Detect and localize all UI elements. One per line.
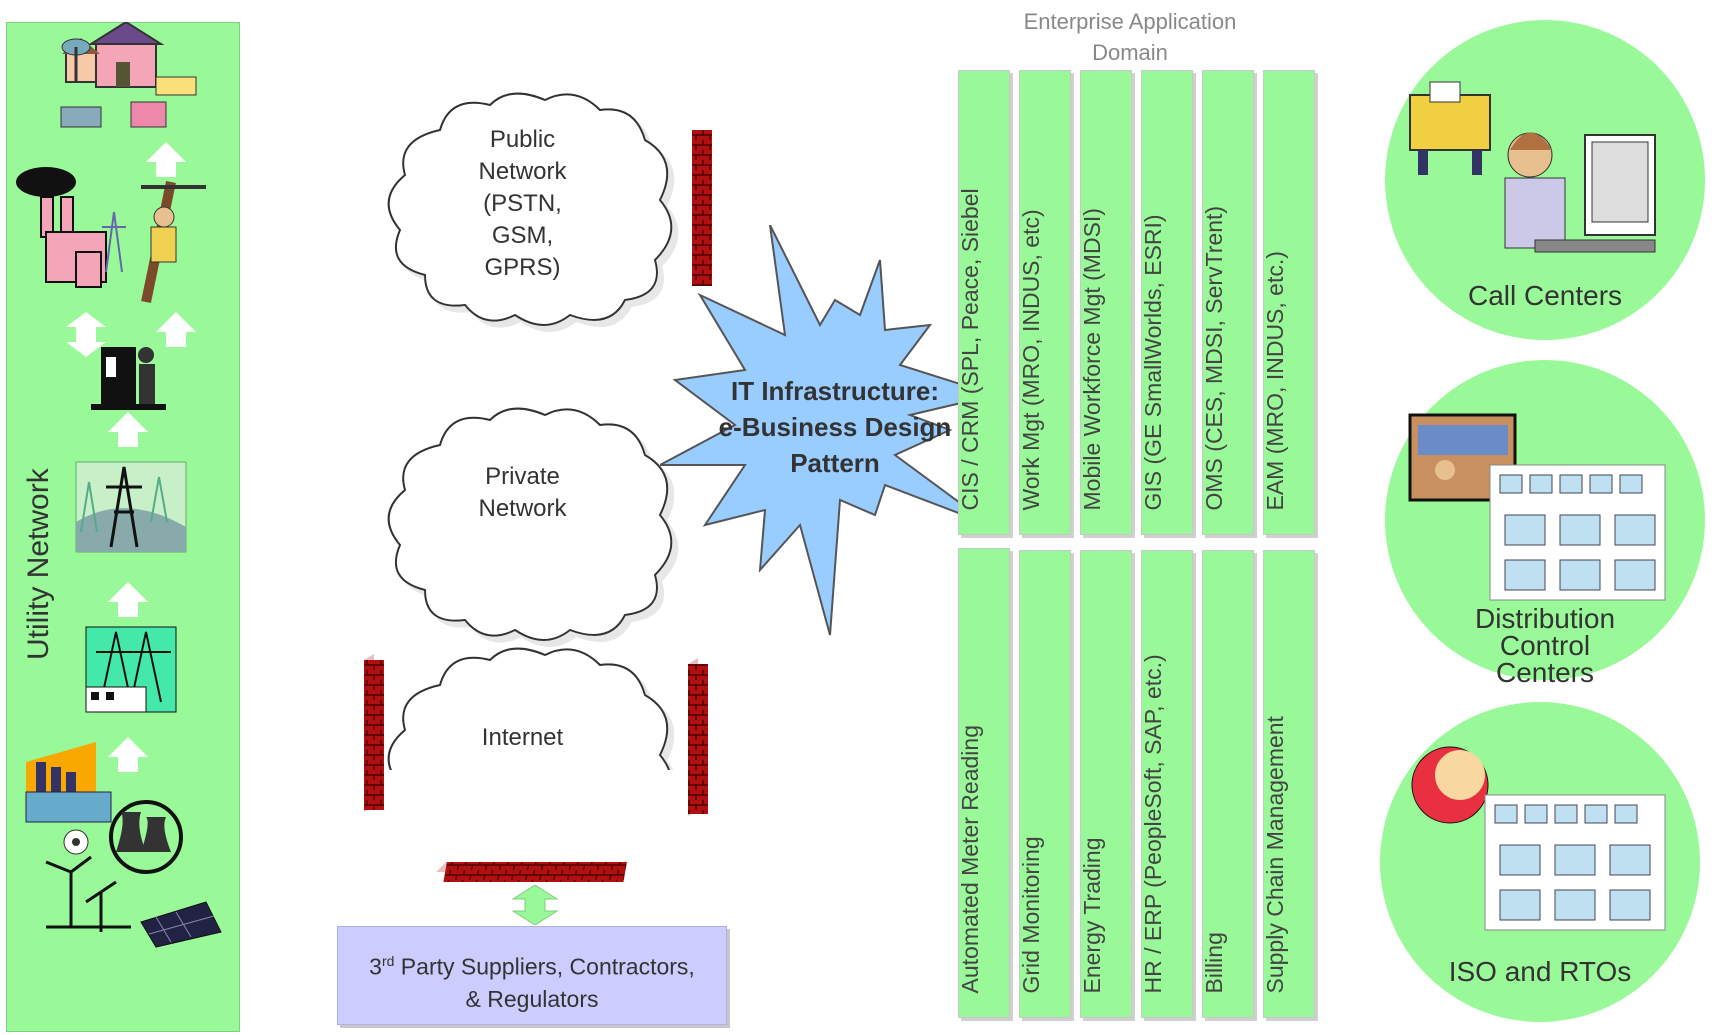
power-plant-icon	[16, 167, 107, 288]
enterprise-domain-line-2: Domain	[1092, 40, 1168, 65]
it-infra-line-1: IT Infrastructure:	[730, 376, 940, 406]
lineman-icon	[141, 180, 206, 304]
transmission-tower-small-icon	[102, 211, 126, 273]
app-label: CIS / CRM (SPL, Peace, Siebel	[958, 188, 983, 511]
transmission-tower-icon	[75, 461, 187, 553]
call-centers-label: Call Centers	[1467, 280, 1623, 311]
app-label: Billing	[1202, 932, 1227, 994]
app-column-cis-crm: CIS / CRM (SPL, Peace, Siebel	[958, 70, 1010, 535]
firewall-icon	[692, 130, 712, 286]
firewall-icon	[688, 658, 708, 816]
app-column-grid-monitoring: Grid Monitoring	[1019, 550, 1071, 1018]
network-clouds	[387, 92, 673, 770]
third-party-line-2: & Regulators	[465, 985, 599, 1012]
app-column-eam: EAM (MRO, INDUS, etc.)	[1263, 70, 1315, 535]
app-label: Supply Chain Management	[1263, 716, 1288, 994]
app-column-hr-erp: HR / ERP (PeopleSoft, SAP, etc.)	[1141, 550, 1193, 1018]
app-column-billing: Billing	[1202, 550, 1254, 1018]
app-label: EAM (MRO, INDUS, etc.)	[1263, 251, 1288, 511]
private-network-label: Private Network	[440, 461, 605, 525]
public-network-line-1: Public	[489, 126, 556, 153]
factory-icon	[25, 742, 112, 823]
private-network-cloud	[387, 407, 673, 641]
app-column-work-mgt: Work Mgt (MRO, INDUS, etc)	[1019, 70, 1071, 535]
houses-icon	[60, 22, 197, 128]
it-infrastructure-starburst	[660, 225, 999, 636]
distribution-line-2: Control	[1499, 630, 1591, 661]
internet-line-1: Internet	[481, 724, 564, 751]
enterprise-domain-line-1: Enterprise Application	[1023, 9, 1237, 34]
firewall-icon	[364, 654, 384, 812]
bidirectional-arrow-icon	[511, 885, 559, 925]
firewalls	[364, 130, 712, 882]
app-label: Mobile Workforce Mgt (MDSI)	[1080, 208, 1105, 511]
app-column-energy-trading: Energy Trading	[1080, 550, 1132, 1018]
public-network-line-2: Network	[478, 158, 567, 185]
distribution-control-label: Distribution Control Centers	[1445, 603, 1645, 688]
app-label: Automated Meter Reading	[958, 725, 983, 994]
center-circles	[1380, 20, 1705, 1022]
iso-rtos-label: ISO and RTOs	[1448, 956, 1632, 987]
up-arrow-icons	[66, 142, 196, 772]
public-network-line-5: GPRS)	[484, 254, 561, 281]
distribution-line-3: Centers	[1495, 657, 1595, 688]
technician-icon	[91, 347, 166, 410]
public-network-cloud	[387, 92, 673, 326]
app-label: Work Mgt (MRO, INDUS, etc)	[1019, 209, 1044, 511]
third-party-box: 3rd Party Suppliers, Contractors, & Regu…	[337, 926, 727, 1025]
app-label: Grid Monitoring	[1019, 836, 1044, 994]
call-center-agent-icon	[1409, 81, 1656, 253]
app-column-oms: OMS (CES, MDSI, ServTrent)	[1202, 70, 1254, 535]
app-column-supply-chain: Supply Chain Management	[1263, 550, 1315, 1018]
public-network-line-3: (PSTN,	[483, 190, 562, 217]
public-network-label: Public Network (PSTN, GSM, GPRS)	[440, 124, 605, 284]
private-network-line-1: Private	[485, 463, 560, 490]
it-infrastructure-label: IT Infrastructure: e-Business Design Pat…	[680, 373, 990, 481]
nuclear-icon	[63, 800, 183, 874]
utility-icons	[16, 22, 222, 948]
app-column-gis: GIS (GE SmallWorlds, ESRI)	[1141, 70, 1193, 535]
app-label: Energy Trading	[1080, 837, 1105, 994]
control-room-icon	[1408, 413, 1666, 601]
internet-label: Internet	[440, 722, 605, 754]
app-label: HR / ERP (PeopleSoft, SAP, etc.)	[1141, 654, 1166, 994]
it-infra-line-3: Pattern	[790, 448, 880, 478]
firewall-icon	[436, 862, 627, 882]
private-network-line-2: Network	[478, 495, 567, 522]
app-column-mobile-workforce: Mobile Workforce Mgt (MDSI)	[1080, 70, 1132, 535]
iso-rto-icon	[1411, 746, 1666, 931]
utility-network-text: Utility Network	[22, 468, 55, 660]
third-party-line-1: 3rd Party Suppliers, Contractors,	[369, 953, 695, 980]
app-label: OMS (CES, MDSI, ServTrent)	[1202, 205, 1227, 511]
distribution-line-1: Distribution	[1474, 603, 1616, 634]
enterprise-domain-title: Enterprise Application Domain	[960, 6, 1300, 68]
solar-panel-icon	[140, 901, 222, 948]
it-infra-line-2: e-Business Design	[718, 412, 952, 442]
public-network-line-4: GSM,	[491, 222, 554, 249]
wind-turbine-icon	[45, 855, 131, 932]
internet-cloud	[387, 647, 670, 770]
app-label: GIS (GE SmallWorlds, ESRI)	[1141, 214, 1166, 511]
app-column-amr: Automated Meter Reading	[958, 548, 1010, 1018]
substation-icon	[85, 626, 177, 713]
